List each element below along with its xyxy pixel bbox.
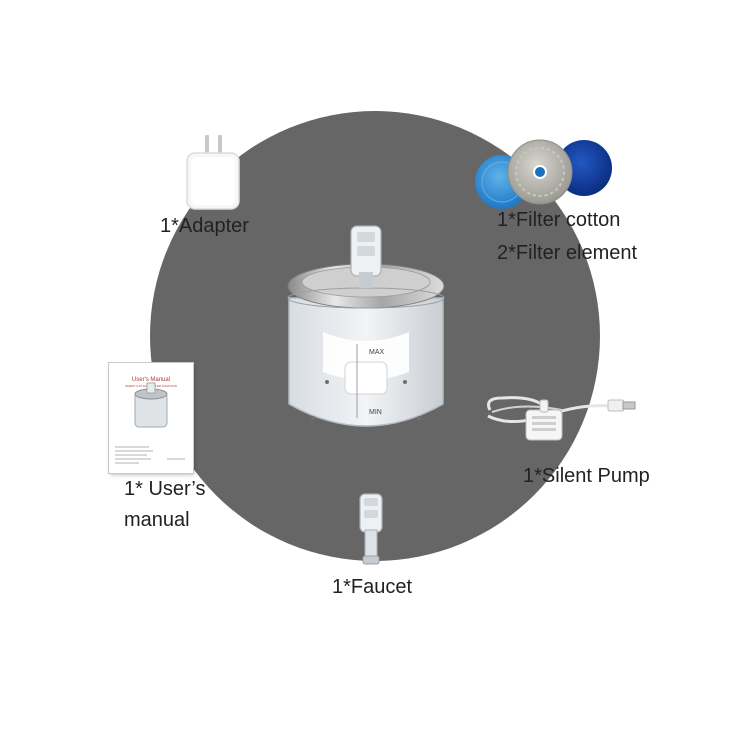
power-adapter-icon	[186, 135, 240, 210]
users-manual-label-line1: 1* User’s	[124, 478, 206, 500]
filters-image	[474, 136, 616, 210]
filter-cotton-label: 1*Filter cotton	[497, 209, 621, 231]
filter-discs-icon	[475, 139, 612, 209]
silent-pump-label: 1*Silent Pump	[523, 465, 650, 487]
user-manual-icon: User's Manual SMART CAT DOG WATER FOUNTA…	[109, 363, 193, 473]
silent-pump-icon	[487, 396, 636, 441]
pump-image	[482, 388, 638, 458]
manual-illustration	[115, 382, 185, 464]
faucet-icon	[359, 493, 383, 565]
fountain-image: MAX MIN	[283, 222, 449, 438]
filter-element-label: 2*Filter element	[497, 242, 638, 264]
max-marking: MAX	[369, 349, 385, 356]
adapter-image	[185, 133, 241, 211]
min-marking: MIN	[369, 409, 382, 416]
adapter-label: 1*Adapter	[160, 215, 249, 237]
water-fountain-icon: MAX MIN	[287, 225, 445, 427]
users-manual-label-line2: manual	[124, 509, 190, 531]
faucet-image	[352, 490, 390, 570]
faucet-label: 1*Faucet	[332, 576, 413, 598]
manual-title: User's Manual	[131, 377, 171, 383]
